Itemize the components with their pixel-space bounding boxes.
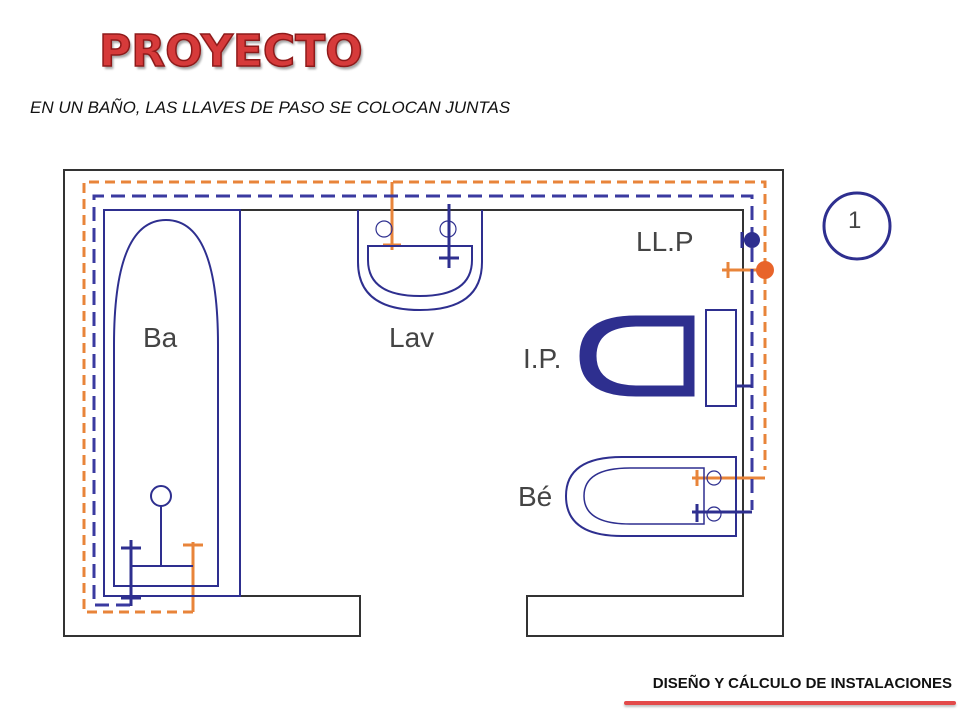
label-bidet: Bé: [518, 481, 552, 512]
sink-outer: [357, 210, 483, 312]
sink-inner: [367, 245, 473, 298]
bathtub-outer: [103, 209, 241, 597]
label-figure-number: 1: [848, 207, 861, 234]
figure-number-badge: [822, 191, 892, 261]
page-title: PROYECTO: [98, 26, 363, 77]
bidet-outer: [564, 456, 737, 537]
sink: [357, 210, 483, 312]
bathtub-inner: [113, 218, 219, 587]
cold-valve-icon: [744, 232, 760, 248]
label-sink: Lav: [389, 322, 434, 353]
toilet: [579, 309, 737, 407]
footer-divider: [624, 701, 956, 705]
label-bathtub: Ba: [143, 322, 178, 353]
toilet-tank: [705, 309, 737, 407]
label-valve: LL.P: [636, 226, 694, 257]
bidet-inner: [583, 467, 705, 525]
bathtub: [103, 209, 241, 597]
label-toilet: I.P.: [523, 343, 561, 374]
toilet-bowl-inner: [595, 325, 685, 387]
cold-water-branches: [121, 204, 752, 606]
footer-course-title: DISEÑO Y CÁLCULO DE INSTALACIONES: [652, 675, 952, 692]
hot-valve-icon: [756, 261, 774, 279]
page-subtitle: EN UN BAÑO, LAS LLAVES DE PASO SE COLOCA…: [30, 98, 511, 117]
bidet: [564, 456, 737, 537]
cold-water-pipe: [92, 194, 754, 607]
bathtub-drain: [150, 485, 172, 507]
